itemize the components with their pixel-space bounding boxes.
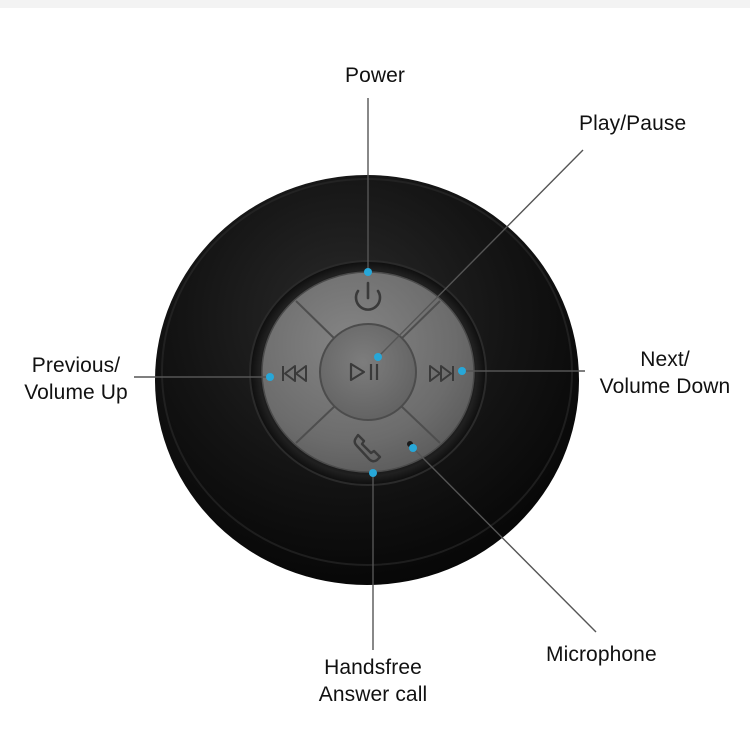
previous-label: Previous/ Volume Up bbox=[6, 352, 146, 406]
play-pause-label: Play/Pause bbox=[579, 110, 686, 137]
microphone-dot bbox=[409, 444, 417, 452]
previous-track-icon bbox=[282, 365, 307, 382]
handsfree-dot bbox=[369, 469, 377, 477]
power-dot bbox=[364, 268, 372, 276]
handsfree-label-line2: Answer call bbox=[318, 683, 428, 706]
microphone-label-text: Microphone bbox=[546, 643, 657, 666]
power-icon bbox=[354, 281, 382, 311]
next-label-line1: Next/ bbox=[640, 348, 690, 371]
next-label-line2: Volume Down bbox=[599, 375, 731, 398]
handsfree-label: Handsfree Answer call bbox=[298, 654, 448, 708]
play-pause-icon bbox=[349, 362, 379, 382]
power-label: Power bbox=[320, 62, 430, 89]
next-track-icon bbox=[429, 365, 454, 382]
previous-label-line1: Previous/ bbox=[31, 354, 121, 377]
previous-dot bbox=[266, 373, 274, 381]
microphone-label: Microphone bbox=[546, 641, 657, 668]
previous-label-line2: Volume Up bbox=[24, 381, 128, 404]
handsfree-label-line1: Handsfree bbox=[324, 656, 422, 679]
play-pause-dot bbox=[374, 353, 382, 361]
next-dot bbox=[458, 367, 466, 375]
phone-handset-icon bbox=[353, 433, 382, 463]
microphone-leader bbox=[412, 447, 597, 633]
top-band bbox=[0, 0, 750, 8]
callout-dots bbox=[266, 268, 466, 477]
next-label: Next/ Volume Down bbox=[585, 346, 745, 400]
play-pause-label-text: Play/Pause bbox=[579, 112, 687, 135]
play-pause-leader bbox=[377, 149, 584, 358]
power-label-text: Power bbox=[344, 64, 406, 87]
leader-lines bbox=[134, 98, 597, 650]
play-pause-button[interactable] bbox=[319, 323, 417, 421]
